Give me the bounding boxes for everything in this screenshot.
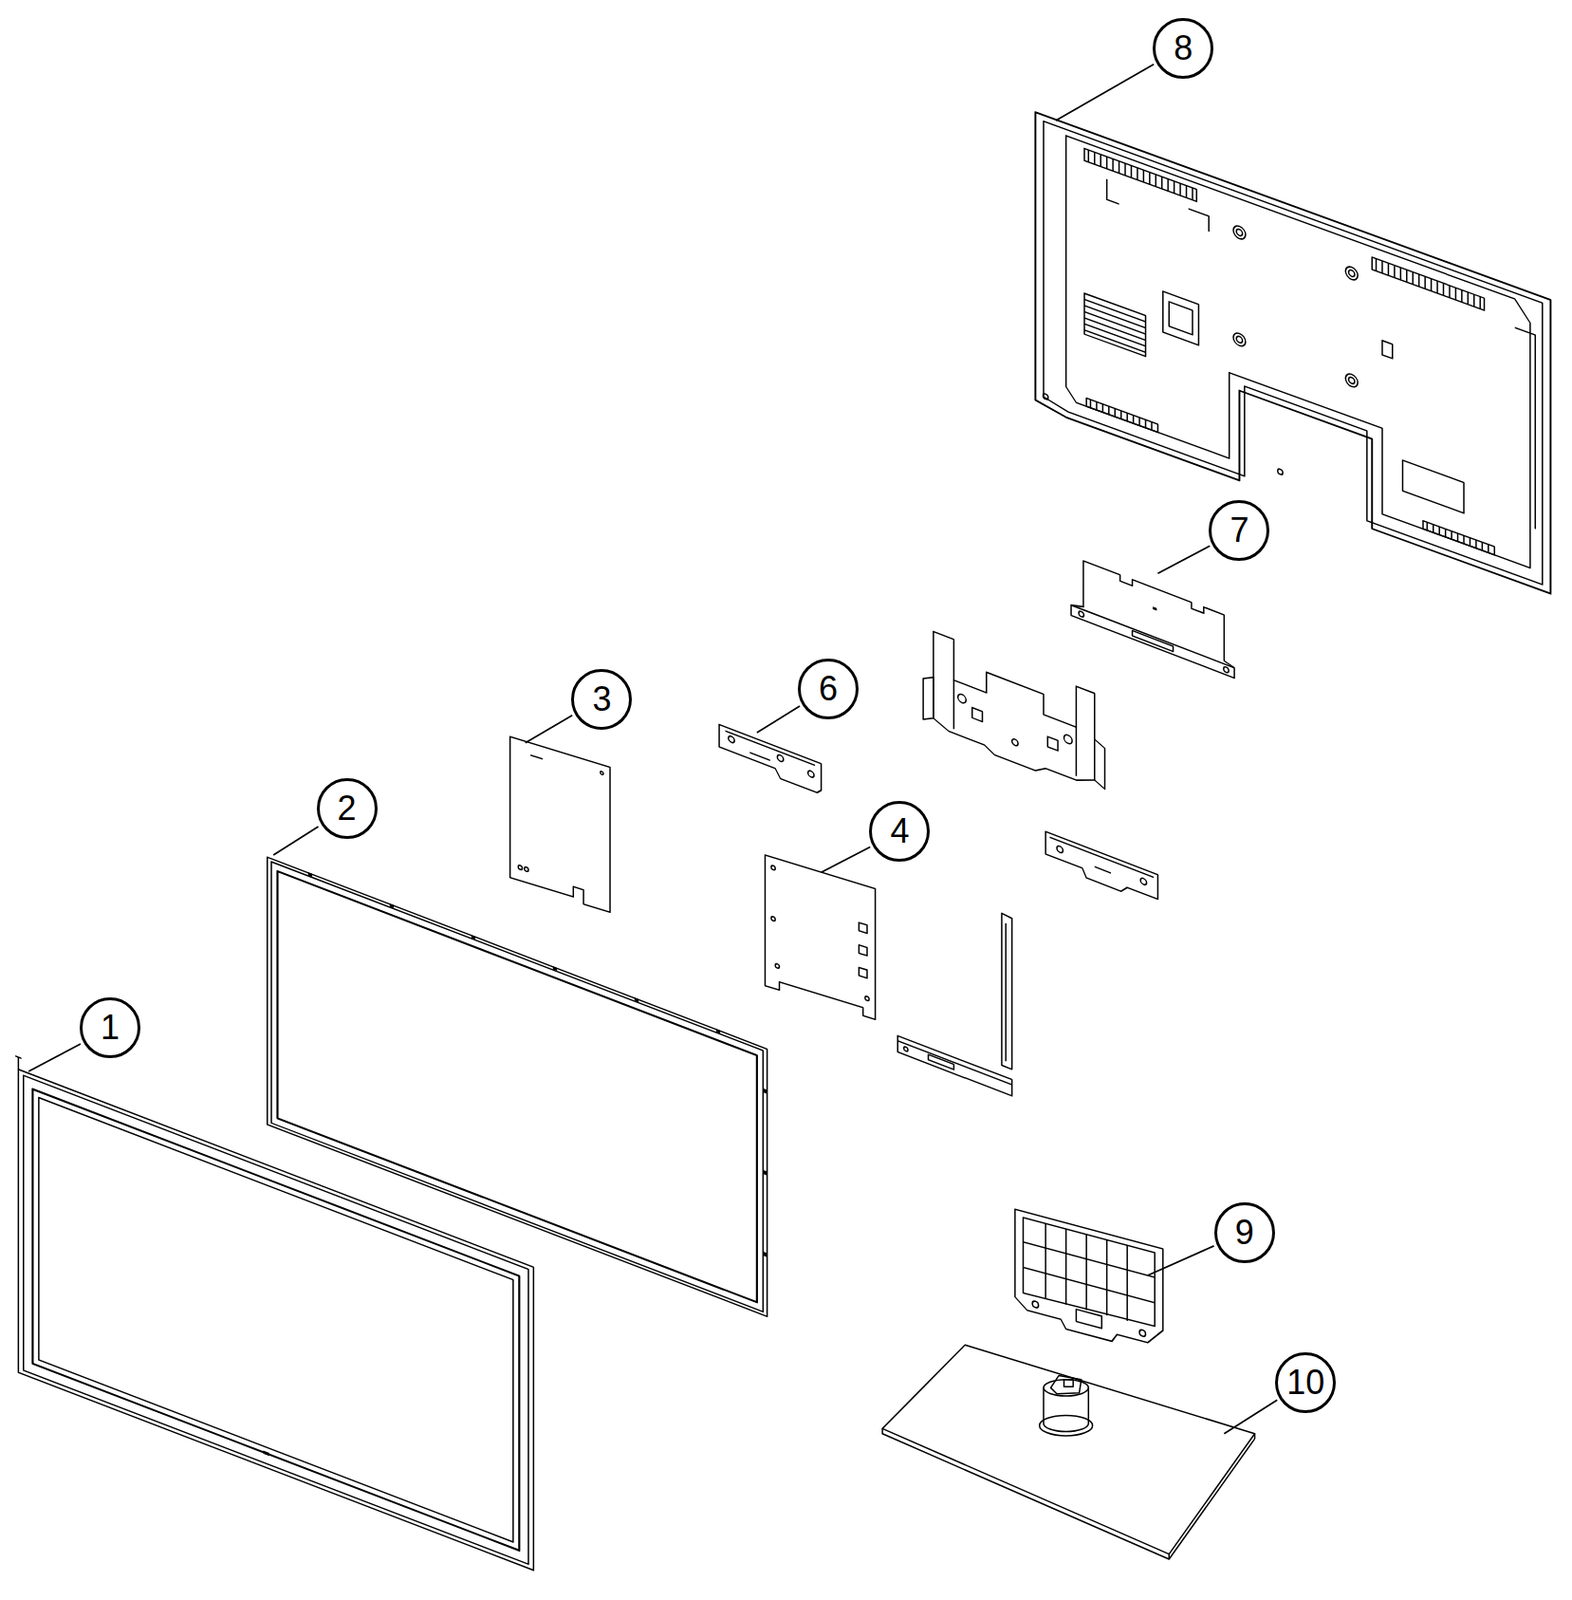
- callout-circle: 1: [79, 997, 141, 1058]
- bracket: [897, 912, 1012, 1095]
- callout-circle: 6: [797, 658, 859, 720]
- callout-circle: 10: [1275, 1351, 1336, 1413]
- circuit-board: [510, 736, 611, 912]
- stand-base: [882, 1344, 1255, 1559]
- callout-number: 6: [818, 671, 838, 706]
- front-bezel: [15, 1055, 534, 1571]
- callout-circle: 9: [1214, 1202, 1276, 1263]
- stand-neck: [1015, 1208, 1164, 1355]
- callout-circle: 7: [1208, 499, 1270, 561]
- callout-number: 7: [1229, 513, 1249, 548]
- mounting-bracket: [923, 627, 1105, 797]
- callout-number: 10: [1286, 1365, 1325, 1400]
- circuit-board: [764, 854, 875, 1019]
- bracket: [719, 723, 822, 795]
- callout-number: 4: [889, 813, 909, 849]
- callout-number: 9: [1235, 1215, 1255, 1250]
- callout-circle: 8: [1152, 18, 1214, 79]
- callout-circle: 4: [869, 800, 930, 862]
- rear-cover: [1035, 111, 1551, 593]
- callout-number: 2: [337, 791, 357, 826]
- callout-circle: 2: [316, 777, 378, 839]
- lcd-panel: [267, 856, 768, 1316]
- callout-circle: 3: [571, 668, 632, 730]
- callout-number: 1: [100, 1010, 120, 1045]
- bracket: [1045, 831, 1158, 906]
- callout-number: 3: [591, 682, 611, 717]
- vent-grille: [1084, 147, 1495, 555]
- bracket: [1071, 555, 1235, 678]
- leader-lines: [28, 64, 1277, 1434]
- callout-number: 8: [1173, 31, 1193, 66]
